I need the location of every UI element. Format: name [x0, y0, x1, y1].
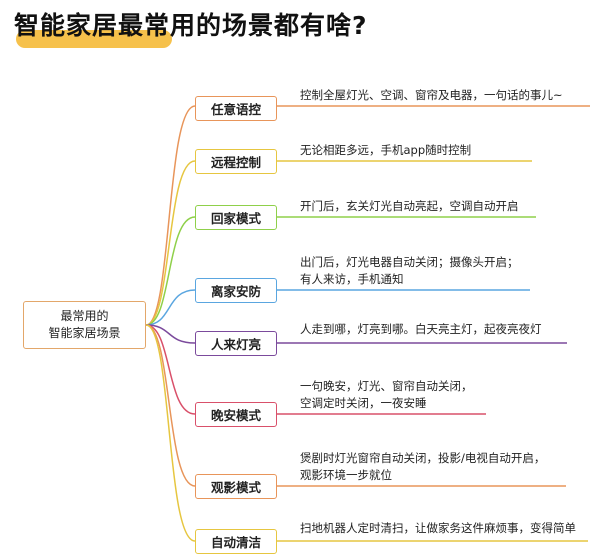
root-line-2: 智能家居场景 — [48, 326, 121, 340]
branch-desc-night-mode: 一句晚安，灯光、窗帘自动关闭，空调定时关闭，一夜安睡 — [300, 379, 473, 410]
branch-desc-movie-mode: 煲剧时灯光窗帘自动关闭，投影/电视自动开启，观影环境一步就位 — [300, 451, 546, 482]
connector-curve — [145, 216, 196, 326]
branch-node-movie-mode: 观影模式 — [195, 474, 277, 499]
branch-desc-auto-clean: 扫地机器人定时清扫，让做家务这件麻烦事，变得简单 — [300, 521, 576, 535]
branch-desc-home-mode: 开门后，玄关灯光自动亮起，空调自动开启 — [300, 199, 519, 213]
connector-curve — [145, 105, 196, 326]
branch-node-home-mode: 回家模式 — [195, 205, 277, 230]
branch-node-away-security: 离家安防 — [195, 278, 277, 303]
title-highlight — [16, 30, 172, 48]
branch-desc-voice-control: 控制全屋灯光、空调、窗帘及电器，一句话的事儿~ — [300, 88, 563, 102]
branch-node-voice-control: 任意语控 — [195, 96, 277, 121]
page-title: 智能家居最常用的场景都有啥? — [14, 11, 368, 40]
branch-node-night-mode: 晚安模式 — [195, 402, 277, 427]
branch-desc-motion-light: 人走到哪，灯亮到哪。白天亮主灯，起夜亮夜灯 — [300, 322, 542, 336]
connector-curve — [145, 324, 196, 542]
title-area: 智能家居最常用的场景都有啥? — [14, 4, 368, 52]
connector-curve — [145, 324, 196, 487]
branch-node-auto-clean: 自动清洁 — [195, 529, 277, 554]
branch-desc-remote-control: 无论相距多远，手机app随时控制 — [300, 143, 472, 157]
connector-curve — [145, 160, 196, 326]
branch-desc-away-security: 出门后，灯光电器自动关闭；摄像头开启；有人来访，手机通知 — [300, 255, 519, 286]
connector-curve — [145, 324, 196, 415]
root-line-1: 最常用的 — [60, 309, 109, 323]
branch-node-motion-light: 人来灯亮 — [195, 331, 277, 356]
connector-curve — [145, 289, 196, 326]
root-node: 最常用的 智能家居场景 — [23, 301, 146, 349]
connector-curve — [145, 324, 196, 344]
branch-node-remote-control: 远程控制 — [195, 149, 277, 174]
